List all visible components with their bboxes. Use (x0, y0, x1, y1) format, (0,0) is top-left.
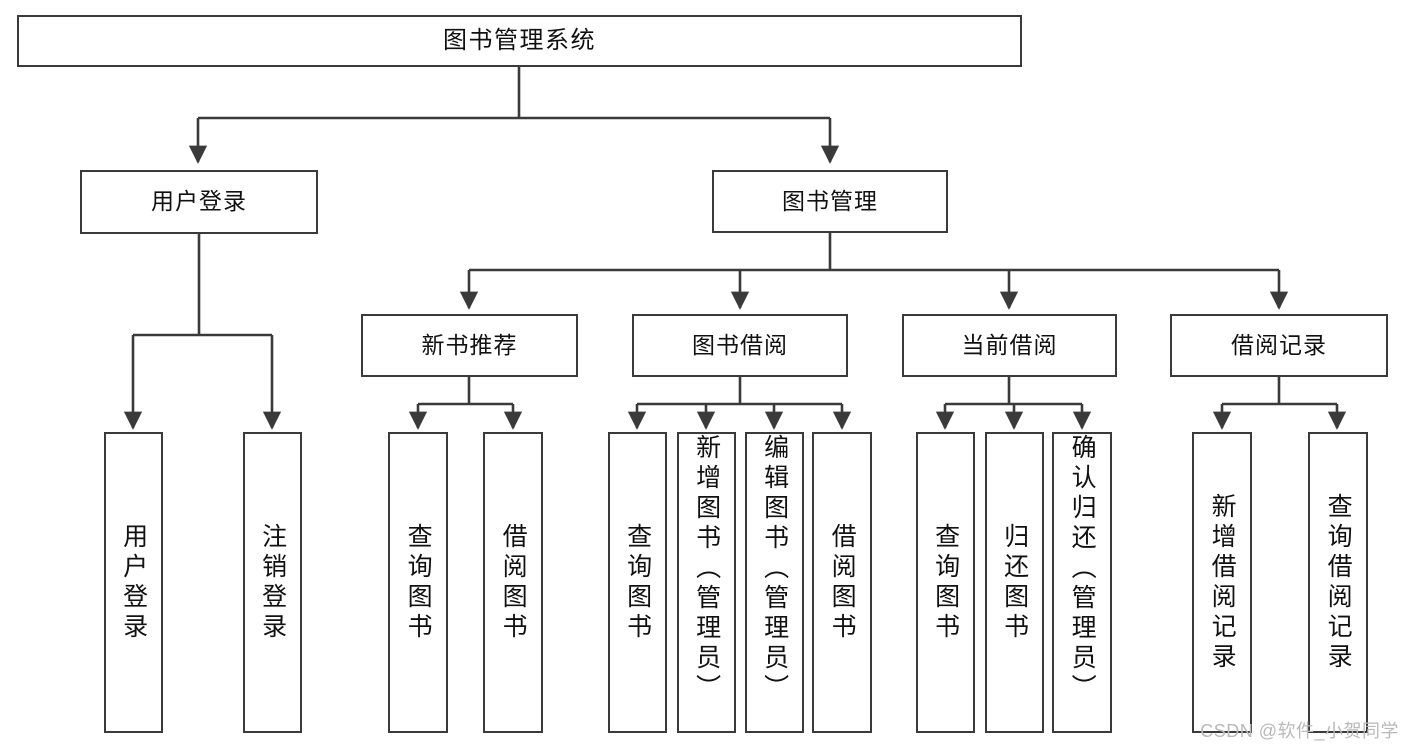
node-label: 当前借阅 (961, 331, 1058, 358)
node-new-book-rec[interactable]: 新书推荐 (361, 314, 578, 377)
node-label: 借阅图书 (828, 522, 857, 643)
node-label: 查询图书 (404, 522, 433, 643)
node-book-borrow[interactable]: 图书借阅 (632, 314, 848, 377)
leaf-add-borrow-record[interactable]: 新增借阅记录 (1192, 432, 1252, 733)
csdn-watermark: CSDN @软件_小贺同学 (1200, 721, 1399, 741)
node-borrow-record[interactable]: 借阅记录 (1170, 314, 1388, 377)
node-label: 编辑图书（管理员） (760, 434, 789, 704)
node-label: 新增图书（管理员） (692, 434, 721, 704)
leaf-return-book[interactable]: 归还图书 (985, 432, 1044, 733)
node-current-borrow[interactable]: 当前借阅 (902, 314, 1117, 377)
leaf-query-book-borrow[interactable]: 查询图书 (608, 432, 667, 733)
leaf-query-book-new-rec[interactable]: 查询图书 (388, 432, 448, 733)
node-label: 查询借阅记录 (1324, 492, 1353, 673)
node-book-manage[interactable]: 图书管理 (712, 170, 948, 233)
node-label: 用户登录 (151, 188, 247, 215)
leaf-query-borrow-record[interactable]: 查询借阅记录 (1308, 432, 1368, 733)
node-label: 归还图书 (1000, 522, 1029, 643)
leaf-query-book-current[interactable]: 查询图书 (916, 432, 975, 733)
leaf-user-logout[interactable]: 注销登录 (243, 432, 302, 733)
leaf-borrow-book-borrow[interactable]: 借阅图书 (812, 432, 872, 733)
leaf-user-login[interactable]: 用户登录 (104, 432, 163, 733)
node-label: 图书借阅 (692, 331, 788, 358)
node-label: 确认归还（管理员） (1068, 434, 1097, 704)
node-label: 借阅图书 (499, 522, 528, 643)
node-label: 查询图书 (623, 522, 652, 643)
node-label: 图书管理 (782, 187, 878, 214)
node-label: 注销登录 (258, 522, 287, 643)
node-label: 用户登录 (119, 522, 148, 643)
node-label: 查询图书 (931, 522, 960, 643)
node-root-system[interactable]: 图书管理系统 (17, 15, 1022, 67)
node-user-login[interactable]: 用户登录 (80, 170, 318, 234)
node-label: 图书管理系统 (443, 26, 596, 54)
leaf-add-book-admin[interactable]: 新增图书（管理员） (677, 432, 736, 733)
node-label: 新书推荐 (421, 331, 518, 358)
node-label: 新增借阅记录 (1208, 492, 1237, 673)
leaf-borrow-book-new-rec[interactable]: 借阅图书 (483, 432, 543, 733)
leaf-confirm-return-admin[interactable]: 确认归还（管理员） (1052, 432, 1112, 733)
leaf-edit-book-admin[interactable]: 编辑图书（管理员） (745, 432, 804, 733)
node-label: 借阅记录 (1231, 331, 1327, 358)
